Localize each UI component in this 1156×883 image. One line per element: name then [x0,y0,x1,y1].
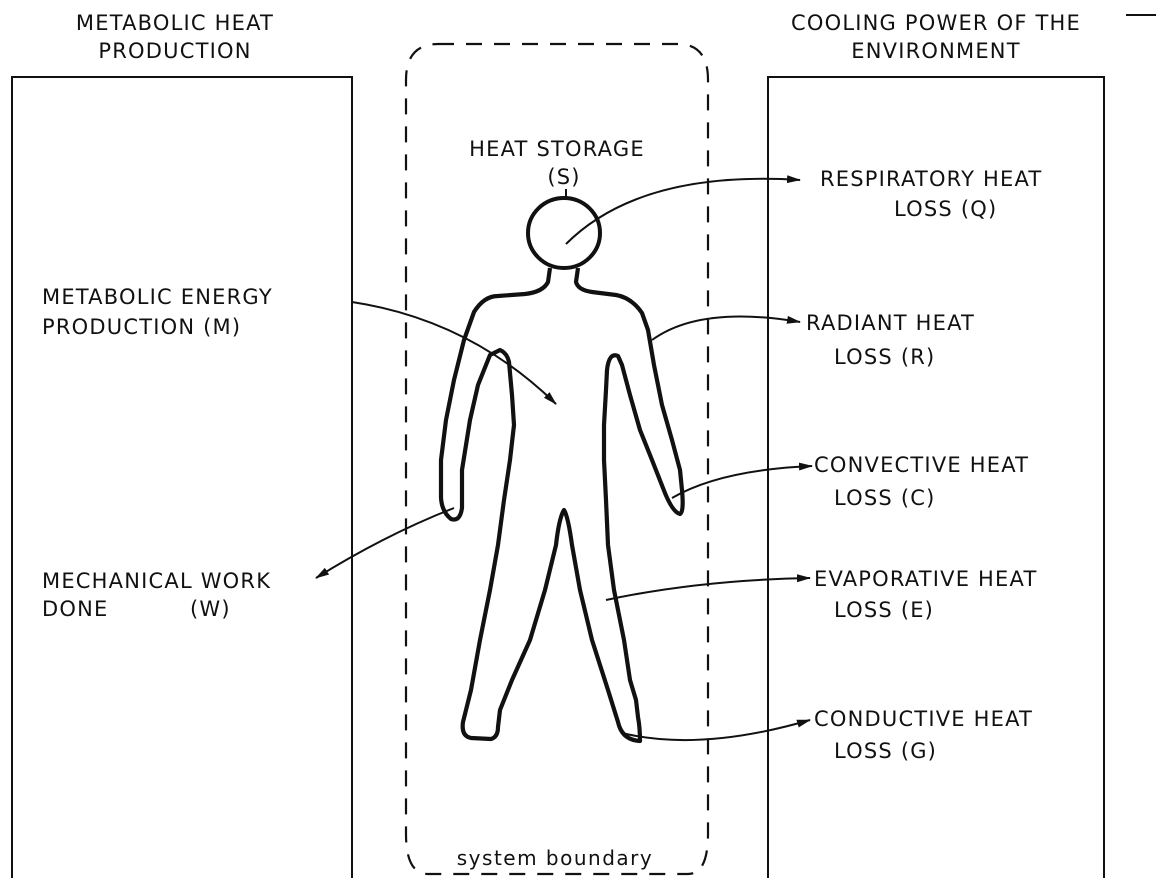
evaporative-heat-label-line1: EVAPORATIVE HEAT [814,567,1037,591]
mechanical-work-arrow [316,508,454,578]
human-figure [441,268,683,741]
metabolic-energy-label-line2: PRODUCTION (M) [42,315,241,339]
conductive-heat-arrow [622,720,810,740]
radiant-heat-label-line1: RADIANT HEAT [806,311,975,335]
left-panel-title-line2: PRODUCTION [98,39,251,63]
convective-heat-label-line2: LOSS (C) [834,486,935,510]
respiratory-heat-label-line2: LOSS (Q) [894,197,997,221]
system-boundary-label: system boundary [457,846,653,870]
radiant-heat-arrow [652,316,800,340]
radiant-heat-label-line2: LOSS (R) [834,345,935,369]
metabolic-heat-panel [12,77,352,878]
right-panel-title-line2: ENVIRONMENT [851,39,1021,63]
conductive-heat-label-line2: LOSS (G) [834,739,937,763]
mechanical-work-label-line2b: (W) [190,597,231,621]
heat-storage-label-line1: HEAT STORAGE [469,137,645,161]
conductive-heat-label-line1: CONDUCTIVE HEAT [814,707,1033,731]
convective-heat-arrow [672,466,812,498]
metabolic-energy-label-line1: METABOLIC ENERGY [42,285,273,309]
evaporative-heat-label-line2: LOSS (E) [834,598,934,622]
mechanical-work-label-line2a: DONE [42,597,108,621]
figure-head [528,198,600,268]
convective-heat-label-line1: CONVECTIVE HEAT [814,453,1029,477]
heat-storage-label-line2: (S) [547,165,580,189]
right-panel-title-line1: COOLING POWER OF THE [791,11,1081,35]
left-panel-title-line1: METABOLIC HEAT [76,11,274,35]
respiratory-heat-label-line1: RESPIRATORY HEAT [820,167,1042,191]
mechanical-work-label-line1: MECHANICAL WORK [42,569,271,593]
